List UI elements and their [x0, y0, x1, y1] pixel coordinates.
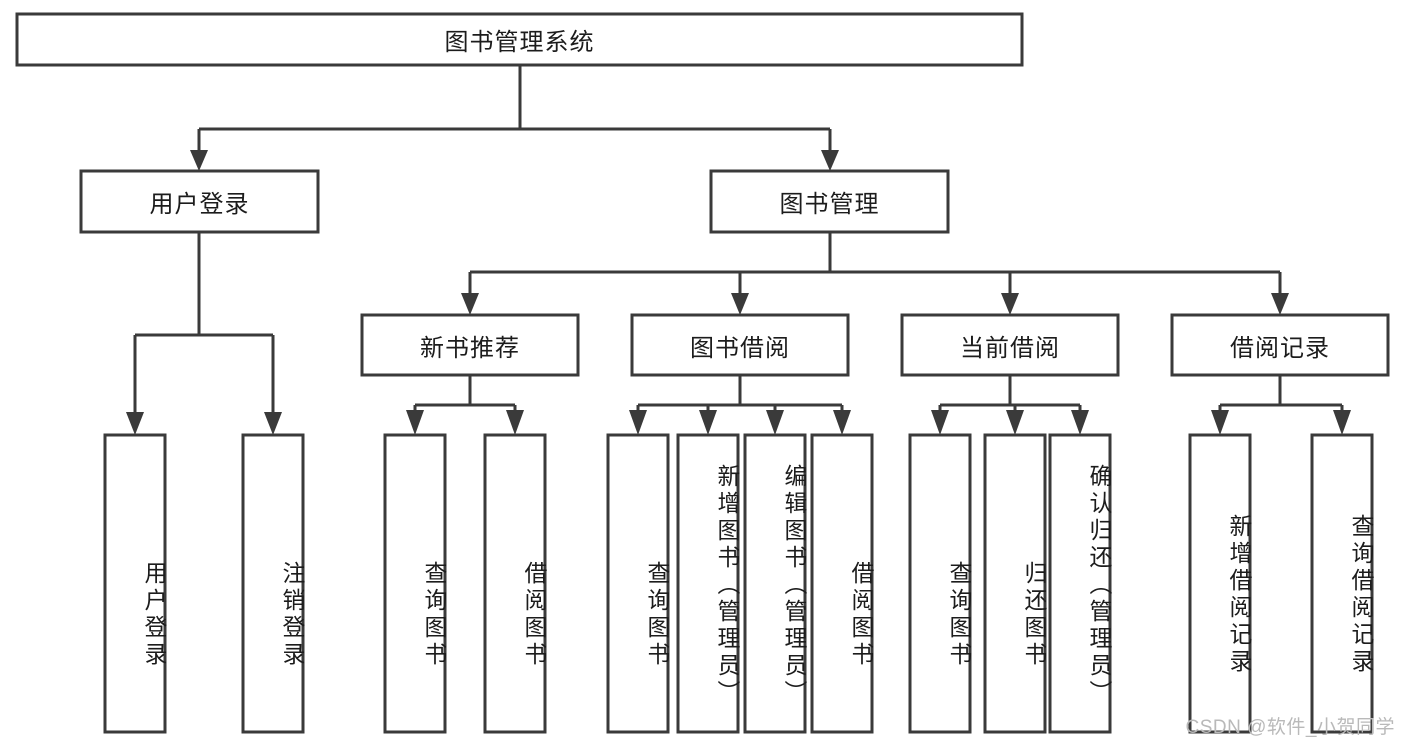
node-box-leaf-confirm-return[interactable]	[1048, 433, 1112, 734]
arrow-head-icon	[731, 293, 749, 315]
node-box-user-login[interactable]	[79, 169, 320, 234]
node-box-leaf-user-login[interactable]	[103, 433, 167, 734]
connector-currentborrow-to-leaves	[931, 375, 1089, 435]
node-box-leaf-add-borrow-record[interactable]	[1188, 433, 1252, 734]
node-box-leaf-return-book[interactable]	[983, 433, 1047, 734]
arrow-head-icon	[699, 410, 717, 435]
node-box-borrow-records[interactable]	[1170, 313, 1390, 377]
node-box-book-manage[interactable]	[709, 169, 950, 234]
arrow-head-icon	[766, 410, 784, 435]
node-box-leaf-query-book-2[interactable]	[606, 433, 670, 734]
node-box-root[interactable]	[15, 12, 1024, 67]
arrow-head-icon	[126, 412, 144, 435]
node-box-leaf-user-logout[interactable]	[241, 433, 305, 734]
arrow-head-icon	[264, 412, 282, 435]
arrow-head-icon	[1071, 410, 1089, 435]
node-box-new-book-recommend[interactable]	[360, 313, 580, 377]
arrow-head-icon	[506, 410, 524, 435]
arrow-head-icon	[833, 410, 851, 435]
arrow-head-icon	[190, 150, 208, 171]
arrow-head-icon	[1271, 293, 1289, 315]
node-box-leaf-query-borrow-record[interactable]	[1310, 433, 1374, 734]
connector-userlogin-to-leaves	[126, 232, 282, 435]
node-box-book-borrow[interactable]	[630, 313, 850, 377]
arrow-head-icon	[406, 410, 424, 435]
arrow-head-icon	[1001, 293, 1019, 315]
arrow-head-icon	[931, 410, 949, 435]
connector-borrowrecords-to-leaves	[1211, 375, 1351, 435]
connector-bookmanage-to-level3	[461, 232, 1289, 315]
node-box-leaf-edit-book[interactable]	[743, 433, 807, 734]
arrow-head-icon	[629, 410, 647, 435]
node-box-leaf-add-book[interactable]	[676, 433, 740, 734]
arrow-head-icon	[821, 150, 839, 171]
node-box-current-borrow[interactable]	[900, 313, 1120, 377]
connector-bookborrow-to-leaves	[629, 375, 851, 435]
node-box-leaf-query-book-1[interactable]	[383, 433, 447, 734]
connector-newbook-to-leaves	[406, 375, 524, 435]
arrow-head-icon	[1211, 410, 1229, 435]
arrow-head-icon	[461, 293, 479, 315]
arrow-head-icon	[1006, 410, 1024, 435]
connector-root-to-level2	[190, 65, 839, 171]
node-box-leaf-query-book-3[interactable]	[908, 433, 972, 734]
arrow-head-icon	[1333, 410, 1351, 435]
node-box-leaf-borrow-book-2[interactable]	[810, 433, 874, 734]
node-box-leaf-borrow-book-1[interactable]	[483, 433, 547, 734]
